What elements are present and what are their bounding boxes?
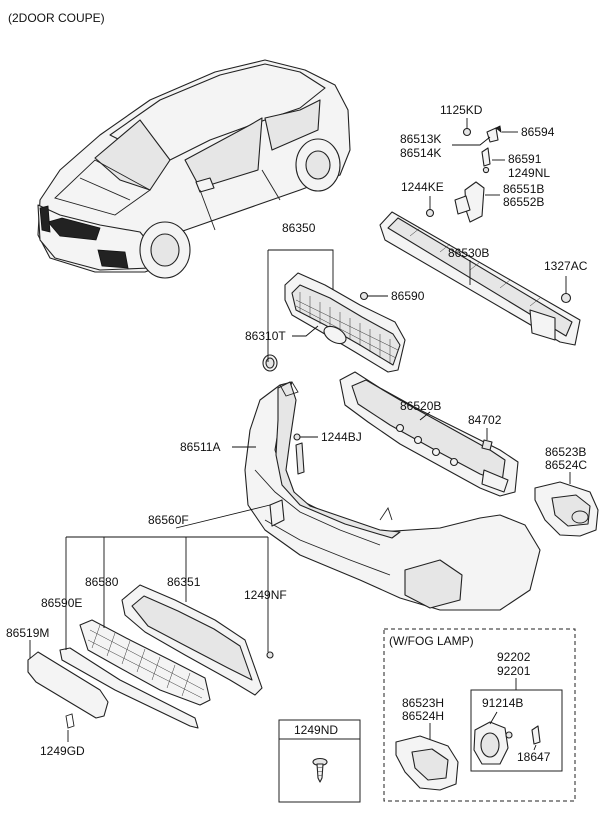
label-86350: 86350	[282, 221, 316, 235]
part-labels: 1125KD 86513K 86514K 86594 86591 1249NL …	[6, 103, 588, 758]
label-86594: 86594	[521, 125, 555, 139]
bumper-beam-86530b	[379, 211, 581, 346]
label-1244ke: 1244KE	[401, 180, 444, 194]
fasteners-top-right	[425, 125, 572, 304]
label-86514k: 86514K	[400, 146, 441, 160]
label-86591: 86591	[508, 152, 542, 166]
label-86524h: 86524H	[402, 709, 444, 723]
label-86590: 86590	[391, 289, 425, 303]
label-86519m: 86519M	[6, 626, 49, 640]
screw-icon	[312, 757, 328, 783]
label-86310t: 86310T	[245, 329, 286, 343]
label-86551b: 86551B	[503, 182, 544, 196]
label-86552b: 86552B	[503, 195, 544, 209]
radiator-grille-86350	[262, 272, 406, 373]
label-86523b: 86523B	[545, 445, 586, 459]
car-illustration	[37, 59, 351, 279]
screw-1249nf	[266, 651, 274, 659]
label-86523h: 86523H	[402, 696, 444, 710]
label-18647: 18647	[517, 750, 551, 764]
label-86511a: 86511A	[180, 440, 220, 454]
lower-grille-86580	[79, 619, 211, 706]
label-92201: 92201	[497, 664, 531, 678]
label-1249nd: 1249ND	[294, 723, 338, 737]
clip-86590	[359, 291, 369, 301]
label-86580: 86580	[85, 575, 119, 589]
box-1249nd: 1249ND	[278, 719, 361, 803]
energy-absorber-86520b	[339, 371, 519, 497]
clip-86560f	[269, 499, 285, 527]
leader-lines	[29, 118, 571, 742]
molding-86519m	[27, 651, 109, 719]
label-1249nf: 1249NF	[244, 588, 287, 602]
label-86530b: 86530B	[448, 246, 489, 260]
label-86513k: 86513K	[400, 132, 441, 146]
label-91214b: 91214B	[482, 696, 523, 710]
label-1249gd: 1249GD	[40, 744, 85, 758]
label-92202: 92202	[497, 650, 531, 664]
label-86560f: 86560F	[148, 513, 189, 527]
bracket-86551b	[454, 181, 485, 223]
label-1125kd: 1125KD	[440, 103, 483, 117]
fog-cover-86523b	[534, 481, 599, 537]
fog-lamp-box: (W/FOG LAMP) 92202 92201 91214B 18647 86…	[383, 628, 576, 802]
label-86590e: 86590E	[41, 596, 82, 610]
bumper-cover-86511a	[244, 381, 541, 611]
label-1244bj: 1244BJ	[321, 430, 362, 444]
label-84702: 84702	[468, 413, 502, 427]
bracket-84702	[481, 439, 493, 451]
label-1249nl: 1249NL	[508, 166, 550, 180]
diagram-title: (2DOOR COUPE)	[8, 11, 105, 25]
label-86351: 86351	[167, 575, 201, 589]
fog-lamp-91214b	[473, 711, 541, 765]
label-1327ac: 1327AC	[544, 259, 588, 273]
screw-1244bj	[293, 433, 301, 441]
fog-cover-86523h	[395, 735, 459, 791]
garnish-86590e	[59, 647, 199, 729]
screw-1249gd	[65, 713, 75, 729]
label-86524c: 86524C	[545, 458, 587, 472]
fog-lamp-title: (W/FOG LAMP)	[389, 634, 474, 648]
label-86520b: 86520B	[400, 399, 441, 413]
lower-grille-86351	[121, 584, 263, 696]
